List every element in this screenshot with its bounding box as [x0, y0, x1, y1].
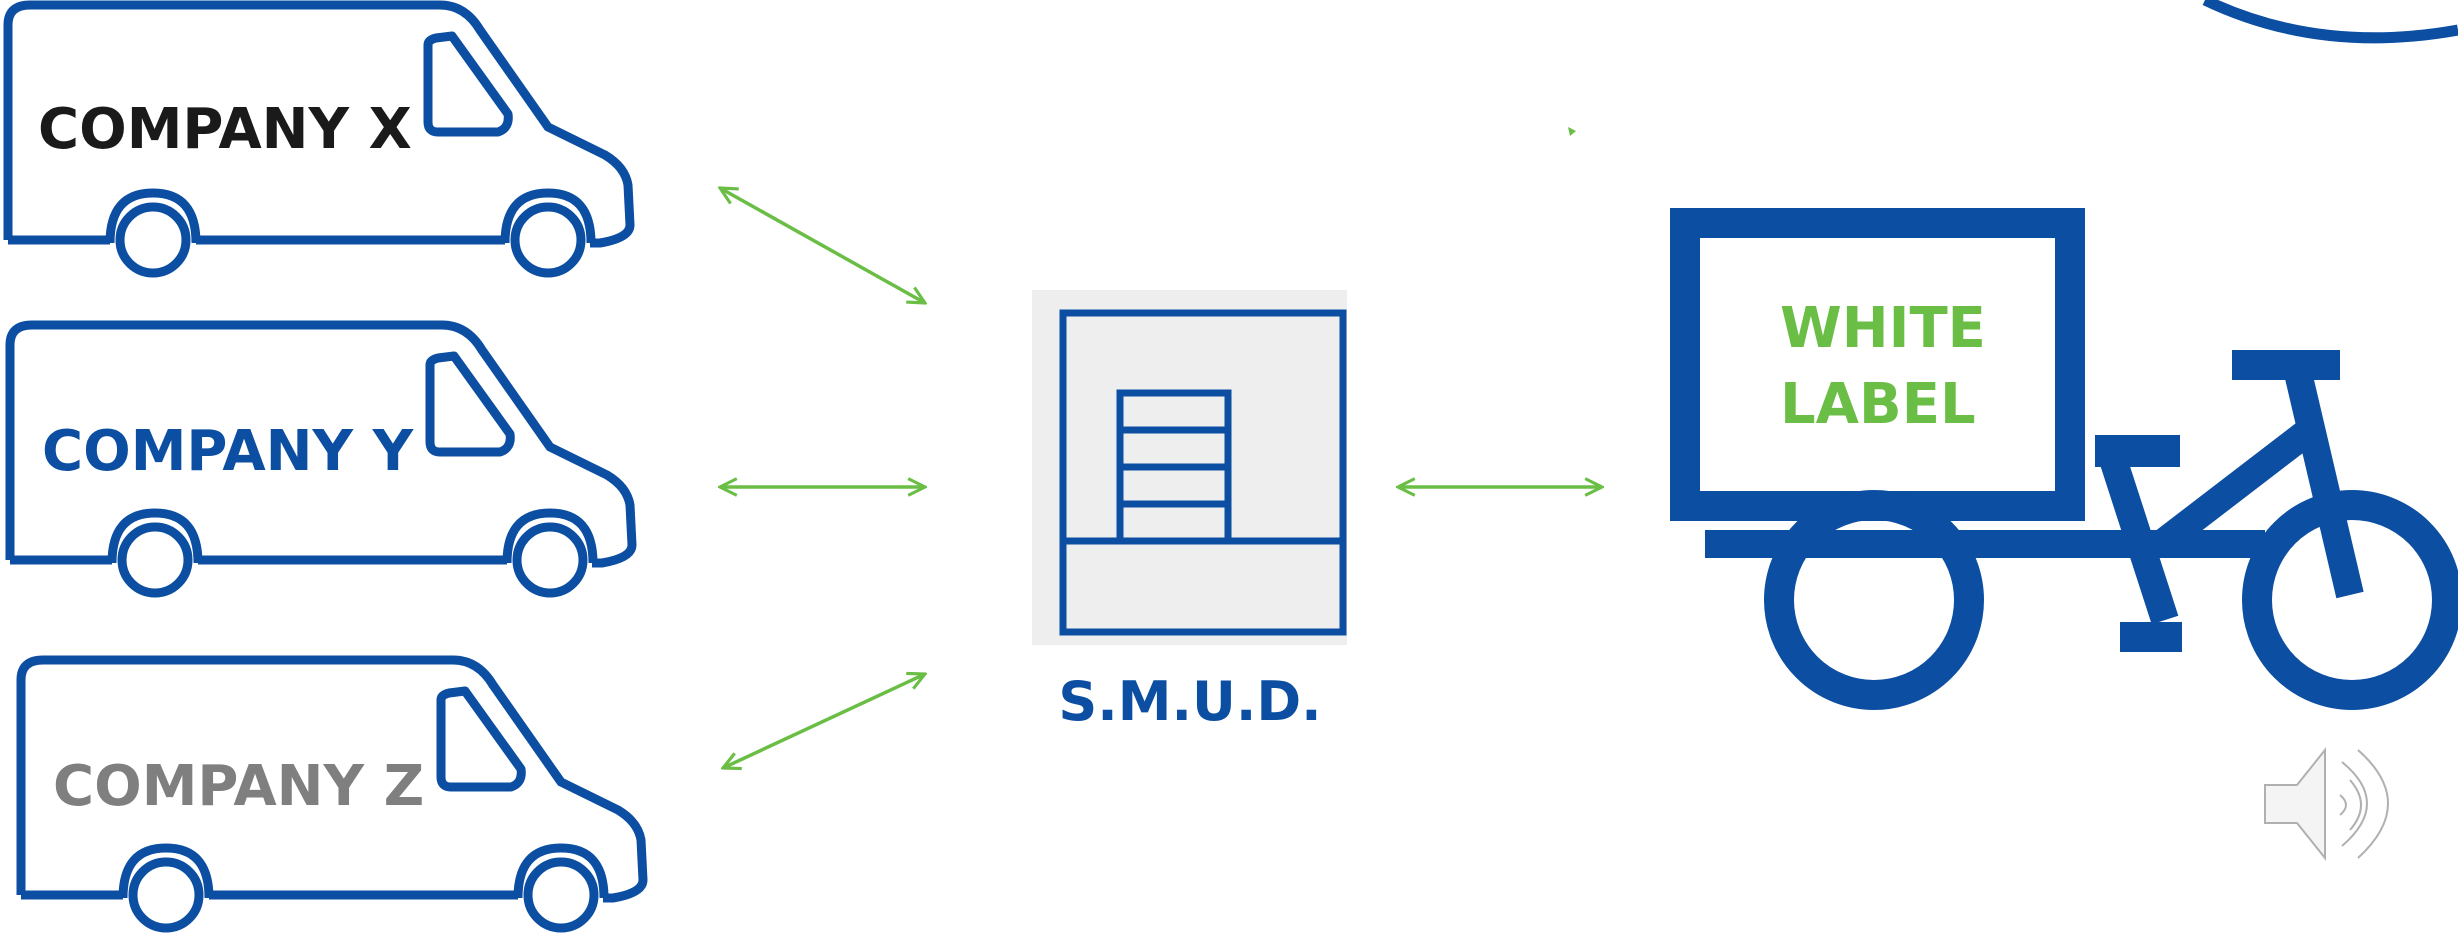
arrow-van-z-to-hub: [723, 674, 925, 768]
company-y-label: COMPANY Y: [42, 419, 415, 484]
arrow-van-x-to-hub: [720, 188, 925, 303]
speaker-icon[interactable]: [2264, 747, 2389, 861]
van-icon: [16, 655, 648, 933]
van-icon: [3, 0, 635, 278]
cargo-bike: WHITE LABEL: [1670, 208, 2458, 710]
company-x-label: COMPANY X: [38, 97, 412, 162]
van-company-z: COMPANY Z: [16, 655, 648, 933]
warehouse-icon: [1059, 309, 1347, 636]
arrow-fragment: [1568, 127, 1576, 136]
cargo-bike-icon: [1670, 208, 2458, 710]
white-label-line2: LABEL: [1780, 372, 1976, 437]
van-company-x: COMPANY X: [3, 0, 635, 278]
van-icon: [5, 320, 637, 598]
white-label-line1: WHITE: [1780, 296, 1986, 361]
decorative-arc: [2202, 0, 2458, 44]
company-z-label: COMPANY Z: [53, 754, 424, 819]
smud-label: S.M.U.D.: [1058, 670, 1321, 733]
smud-hub: S.M.U.D.: [1032, 290, 1347, 733]
van-company-y: COMPANY Y: [5, 320, 637, 598]
